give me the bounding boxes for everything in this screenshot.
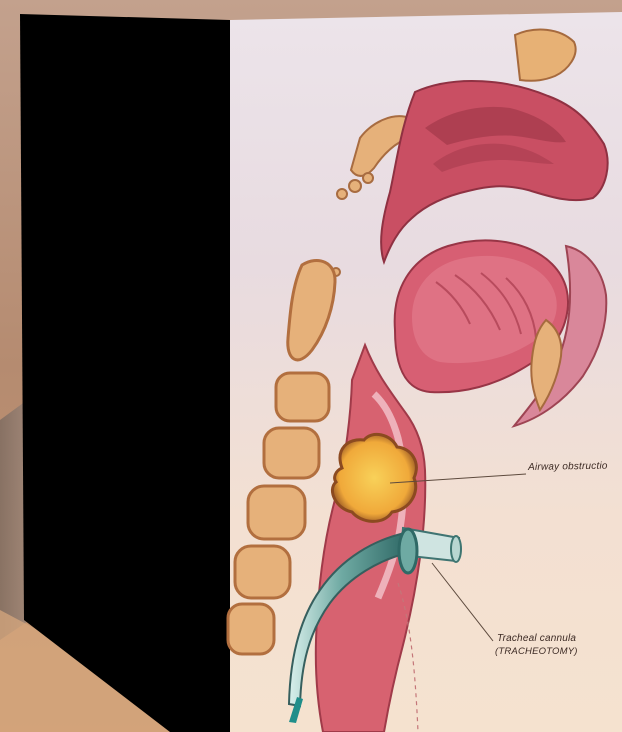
airway-obstruction-label: Airway obstructio bbox=[528, 461, 608, 473]
cube-side-face bbox=[20, 14, 230, 732]
tracheotomy-label: (TRACHEOTOMY) bbox=[495, 646, 578, 657]
tumor bbox=[332, 434, 416, 521]
tracheal-cannula-label: Tracheal cannula bbox=[497, 633, 576, 644]
